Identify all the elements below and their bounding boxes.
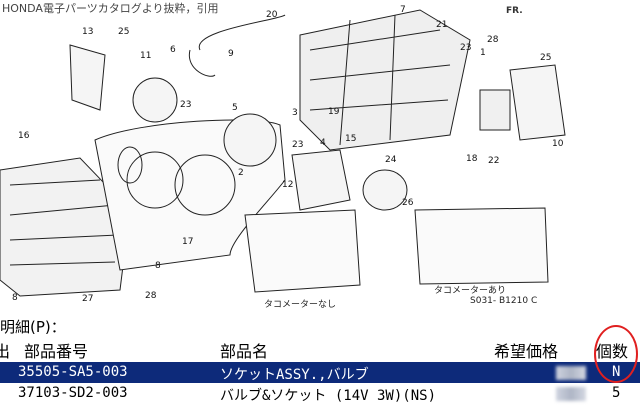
svg-text:13: 13	[82, 27, 93, 37]
price-cell-redacted	[556, 387, 586, 401]
svg-text:8: 8	[12, 293, 18, 303]
quantity-highlight-ring	[594, 325, 638, 383]
part-number-cell: 37103-SD2-003	[18, 385, 128, 401]
detail-table-header: 出 部品番号 部品名 希望価格 個数	[0, 338, 640, 361]
svg-text:19: 19	[328, 107, 340, 117]
svg-text:27: 27	[82, 294, 93, 304]
column-header-desired-price[interactable]: 希望価格	[494, 342, 559, 361]
diagram-code: S031- B1210 C	[470, 296, 538, 306]
svg-text:4: 4	[320, 138, 326, 148]
svg-text:23: 23	[180, 100, 191, 110]
svg-text:3: 3	[292, 108, 298, 118]
svg-text:23: 23	[292, 140, 303, 150]
with-tachometer-label: タコメーターあり	[434, 286, 507, 296]
svg-text:10: 10	[552, 139, 564, 149]
svg-text:5: 5	[232, 103, 238, 113]
without-tachometer-label: タコメーターなし	[264, 300, 337, 310]
part-name-cell: ソケットASSY.,バルブ	[220, 367, 369, 383]
part-name-cell: バルブ&ソケット (14V 3W)(NS)	[220, 388, 437, 404]
svg-text:28: 28	[487, 35, 499, 45]
svg-text:25: 25	[118, 27, 129, 37]
svg-text:12: 12	[282, 180, 293, 190]
svg-text:17: 17	[182, 237, 193, 247]
svg-text:9: 9	[228, 49, 234, 59]
column-header-out: 出	[0, 342, 11, 361]
svg-text:2: 2	[238, 168, 244, 178]
svg-text:18: 18	[466, 154, 478, 164]
svg-text:7: 7	[400, 5, 406, 15]
svg-text:6: 6	[170, 45, 176, 55]
svg-text:24: 24	[385, 155, 397, 165]
svg-text:28: 28	[145, 291, 157, 301]
column-header-part-number[interactable]: 部品番号	[24, 342, 89, 361]
svg-text:22: 22	[488, 156, 499, 166]
table-row[interactable]: 37103-SD2-003 バルブ&ソケット (14V 3W)(NS) 5	[0, 383, 640, 404]
svg-text:23: 23	[460, 43, 471, 53]
svg-text:1: 1	[480, 48, 486, 58]
svg-text:21: 21	[436, 20, 447, 30]
source-caption: HONDA電子パーツカタログより抜粋，引用	[2, 2, 219, 15]
table-row[interactable]: 35505-SA5-003 ソケットASSY.,バルブ N	[0, 362, 640, 383]
svg-text:16: 16	[18, 131, 30, 141]
price-cell-redacted	[556, 366, 586, 380]
svg-text:20: 20	[266, 10, 278, 20]
svg-text:15: 15	[345, 134, 356, 144]
quantity-cell: 5	[612, 385, 621, 401]
svg-text:8: 8	[155, 261, 161, 271]
svg-text:26: 26	[402, 198, 414, 208]
column-header-part-name[interactable]: 部品名	[220, 342, 269, 361]
svg-text:11: 11	[140, 51, 151, 61]
part-number-cell: 35505-SA5-003	[18, 364, 128, 380]
svg-text:25: 25	[540, 53, 551, 63]
front-direction-marker: FR.	[506, 6, 523, 16]
detail-section-title: 明細(P)：	[0, 318, 66, 336]
